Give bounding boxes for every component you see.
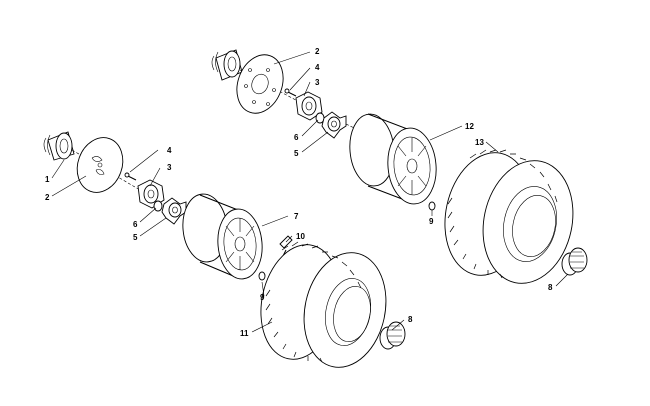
callout-3-rear: 3	[315, 78, 320, 87]
brake-disc-front	[76, 137, 124, 193]
rim-rear	[349, 113, 437, 205]
brake-disc-rear	[236, 54, 284, 114]
callout-2-front: 2	[45, 193, 50, 202]
callout-10: 10	[296, 232, 305, 241]
callout-8-front: 8	[408, 315, 413, 324]
tire-front	[260, 241, 387, 368]
callout-6-front: 6	[133, 220, 138, 229]
wheel-cap-rear	[561, 247, 588, 276]
callout-1: 1	[45, 175, 50, 184]
bolt-rear	[284, 88, 297, 97]
rim-front	[182, 193, 263, 280]
callout-8-rear: 8	[548, 283, 553, 292]
bolt-front	[124, 172, 137, 181]
leader-lines	[51, 51, 569, 333]
hub-rear	[295, 91, 323, 121]
callout-13: 13	[475, 138, 484, 147]
hub-nut-rear	[321, 111, 347, 139]
callout-6-rear: 6	[294, 133, 299, 142]
callout-12: 12	[465, 122, 474, 131]
callout-3-front: 3	[167, 163, 172, 172]
callout-4-front: 4	[167, 146, 172, 155]
callout-5-rear: 5	[294, 149, 299, 158]
lug-nut-rear	[428, 201, 436, 211]
callout-11: 11	[240, 329, 249, 338]
callout-5-front: 5	[133, 233, 138, 242]
callout-7: 7	[294, 212, 299, 221]
spindle-front	[43, 131, 75, 161]
tire-rear	[444, 149, 574, 284]
lug-nut-front	[258, 271, 266, 281]
callout-labels: 1 2 4 3 6 5 7 10 9 11 8 2 4 3 6 5 12 13 …	[45, 47, 553, 338]
washer-front	[153, 200, 163, 212]
spindle-rear	[211, 49, 243, 81]
hub-nut-front	[161, 197, 187, 225]
callout-9-rear: 9	[429, 217, 434, 226]
callout-4-rear: 4	[315, 63, 320, 72]
wheel-cap-front	[379, 321, 406, 350]
callout-9-front: 9	[260, 293, 265, 302]
callout-2-rear: 2	[315, 47, 320, 56]
